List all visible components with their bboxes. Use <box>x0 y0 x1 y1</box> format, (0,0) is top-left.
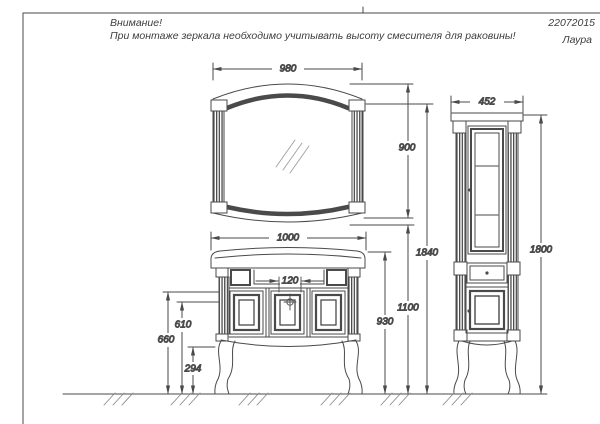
vanity-left-column <box>218 276 230 335</box>
dim-mirror-bottom-height: 1100 <box>349 224 425 395</box>
svg-text:1800: 1800 <box>530 245 553 256</box>
vanity-door-left <box>229 290 264 335</box>
svg-text:610: 610 <box>175 320 192 331</box>
dim-vanity-width: 1000 <box>210 231 367 251</box>
dim-cabinet-height: 1800 <box>523 114 558 395</box>
vanity-right-column-cap <box>347 267 361 278</box>
cabinet-right-column-cap <box>507 120 522 134</box>
lower-door-knob <box>467 309 471 313</box>
dim-mirror-height: 900 <box>349 83 421 219</box>
dim-leg-top-height: 294 <box>183 346 216 395</box>
mirror-bottom-band <box>224 204 351 217</box>
dim-total-height: 1840 <box>365 103 444 395</box>
vanity-countertop <box>210 247 366 269</box>
svg-text:980: 980 <box>280 64 297 75</box>
vanity-apron-left-panel <box>230 269 251 286</box>
cabinet-bottom-apron <box>461 340 513 346</box>
cabinet-lower-door <box>465 286 509 334</box>
cabinet-right-column-base <box>506 329 521 342</box>
svg-text:120: 120 <box>282 276 299 287</box>
column-cabinet-front-view <box>450 112 524 395</box>
cabinet-left-column-mid <box>453 261 468 276</box>
cabinet-right-column-upper <box>507 132 519 263</box>
vanity-left-column-cap <box>215 267 229 278</box>
vanity-leg-right <box>341 340 365 395</box>
svg-text:1100: 1100 <box>397 303 419 314</box>
vanity-apron-right-panel <box>326 269 347 286</box>
mirror-front-view <box>210 83 366 223</box>
sheet-frame <box>22 6 600 424</box>
svg-text:1840: 1840 <box>416 248 439 259</box>
dim-mirror-width: 980 <box>212 62 363 81</box>
vanity-left-column-base <box>215 333 229 342</box>
svg-text:452: 452 <box>479 97 496 108</box>
svg-text:1000: 1000 <box>277 233 300 244</box>
floor-hatching <box>103 392 473 406</box>
mirror-right-column <box>351 110 364 203</box>
cabinet-glass-door <box>467 125 507 255</box>
drawer-knob <box>485 271 489 275</box>
dim-door-top-height: 660 <box>151 291 220 395</box>
svg-text:900: 900 <box>399 143 416 154</box>
cabinet-drawer <box>466 262 508 284</box>
mirror-left-top-cap <box>210 99 228 112</box>
svg-text:660: 660 <box>158 335 175 346</box>
cabinet-leg-left <box>451 340 471 395</box>
cabinet-right-column-mid <box>506 261 521 276</box>
attention-title: Внимание! <box>110 17 163 29</box>
mirror-right-bottom-cap <box>348 201 366 214</box>
vanity-drain-symbol <box>283 293 297 311</box>
cabinet-left-column-cap <box>452 120 467 134</box>
cabinet-left-column-base <box>453 329 468 342</box>
mirror-left-bottom-cap <box>210 201 228 214</box>
dim-cabinet-width: 452 <box>450 95 524 113</box>
mirror-glass-hatch <box>275 139 310 174</box>
cabinet-left-column-upper <box>455 132 467 263</box>
vanity-bottom-apron <box>220 339 357 347</box>
vanity-door-center <box>270 290 305 335</box>
model-name: Лаура <box>562 34 592 46</box>
mirror-top-band <box>224 93 351 111</box>
dim-counter-height: 930 <box>367 251 400 395</box>
cabinet-top-board <box>450 112 524 122</box>
vanity-right-column <box>347 276 359 335</box>
vanity-door-dividers <box>265 287 311 338</box>
cabinet-right-column-lower <box>507 274 519 331</box>
svg-text:294: 294 <box>184 364 202 375</box>
cabinet-left-column-lower <box>455 274 467 331</box>
attention-note: При монтаже зеркала необходимо учитывать… <box>110 30 516 42</box>
mirror-right-top-cap <box>348 99 366 112</box>
dim-faucet-cutout: 120 <box>255 275 325 293</box>
vanity-door-right <box>311 290 346 335</box>
glass-door-knob <box>468 188 472 192</box>
vanity-countertop-edge <box>214 253 362 259</box>
vanity-front-view <box>210 247 366 395</box>
cabinet-leg-right <box>503 340 523 395</box>
vanity-leg-left <box>212 340 236 395</box>
mirror-left-column <box>212 110 225 203</box>
svg-text:930: 930 <box>377 317 394 328</box>
doc-number: 22072015 <box>548 17 595 29</box>
dim-panel-top-height: 610 <box>170 301 220 395</box>
